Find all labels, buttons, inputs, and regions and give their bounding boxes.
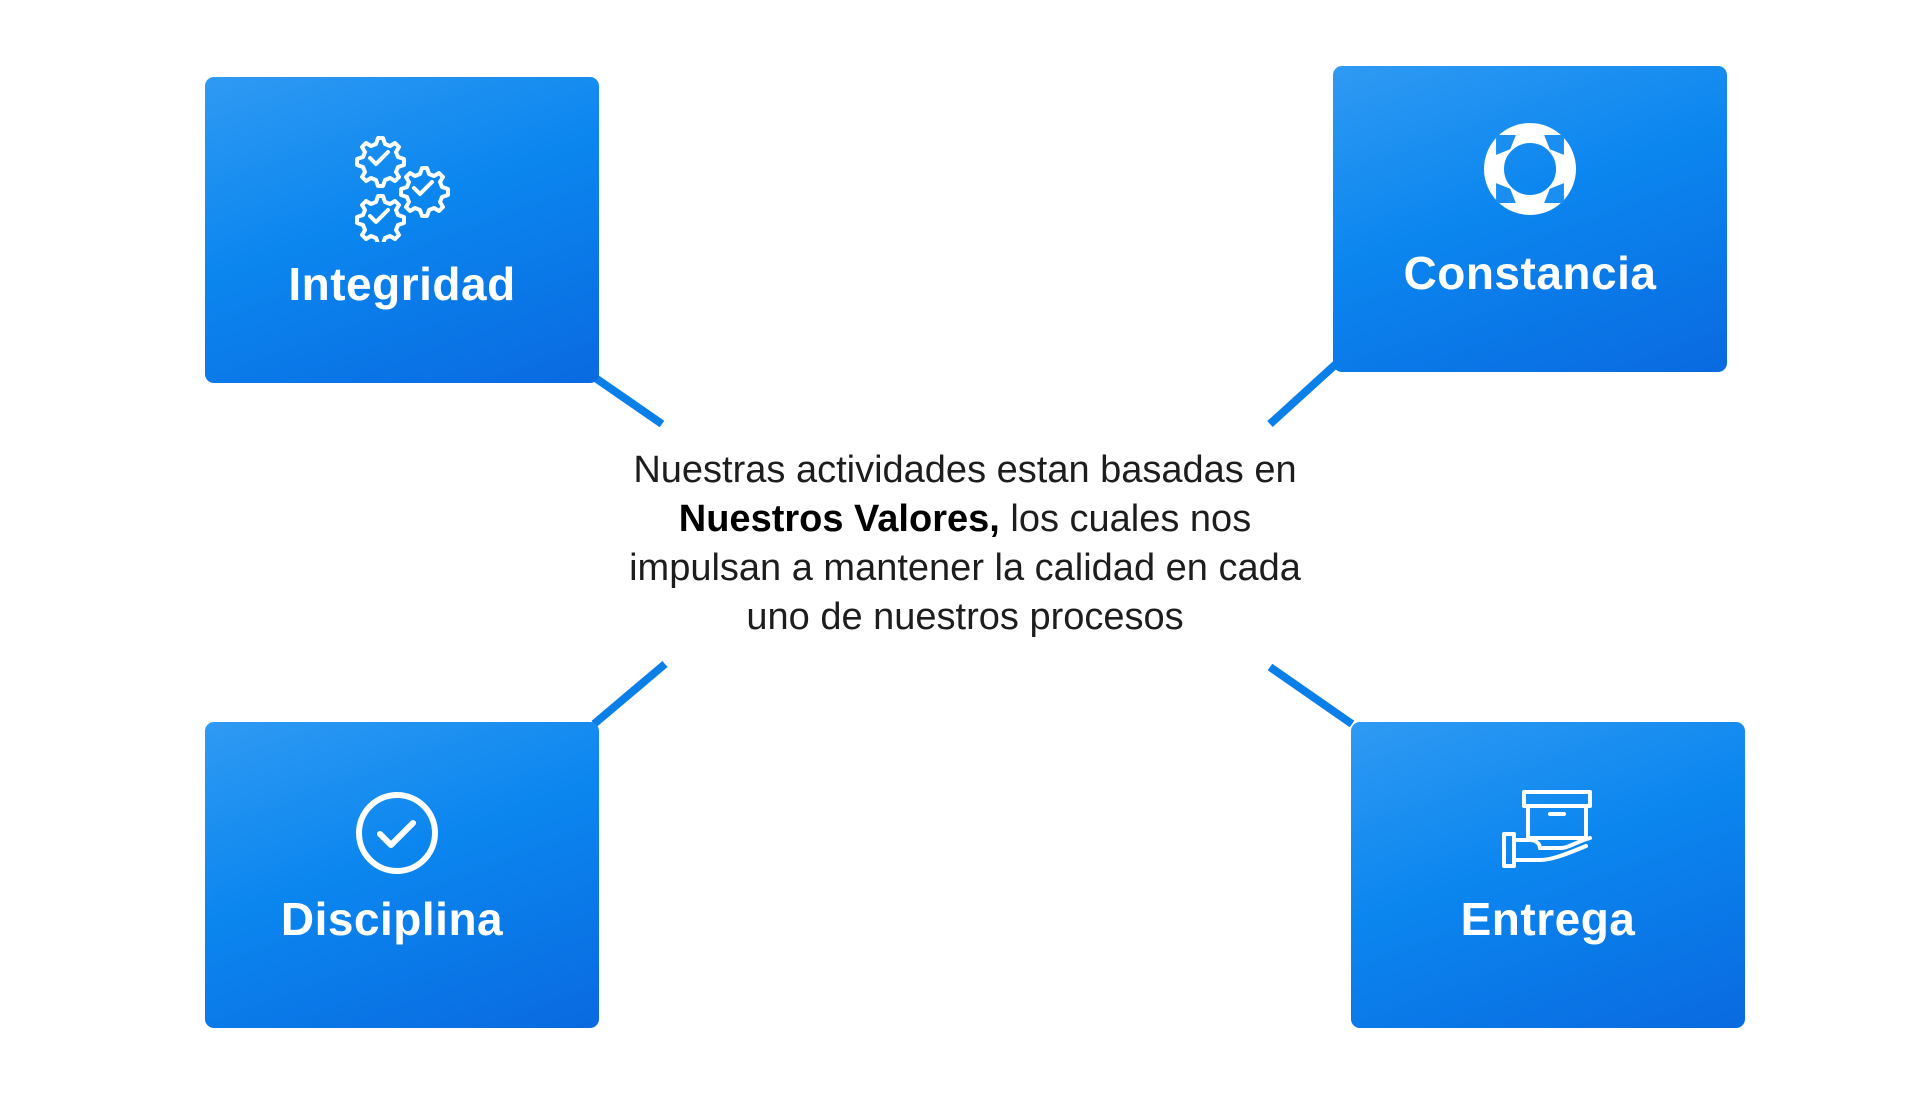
center-description: Nuestras actividades estan basadas en Nu… xyxy=(560,446,1370,642)
value-label-constancia: Constancia xyxy=(1403,247,1657,299)
value-card-integridad: Integridad xyxy=(205,77,599,383)
connector-integridad xyxy=(591,373,665,428)
connector-constancia xyxy=(1267,361,1339,427)
center-line-1: Nuestras actividades estan basadas en xyxy=(633,449,1297,491)
center-line-2: Nuestros Valores, los cuales nos xyxy=(560,495,1370,544)
center-bold-values: Nuestros Valores, xyxy=(678,498,1000,540)
value-card-entrega: Entrega xyxy=(1351,722,1745,1028)
center-line-2-rest: los cuales nos xyxy=(999,498,1252,540)
value-card-constancia: Constancia xyxy=(1333,66,1727,372)
center-line-3: impulsan a mantener la calidad en cada xyxy=(629,547,1301,589)
value-card-disciplina: Disciplina xyxy=(205,722,599,1028)
cycle-arrows-icon xyxy=(1482,121,1578,217)
connector-disciplina xyxy=(591,660,668,728)
value-label-integridad: Integridad xyxy=(288,258,516,310)
check-circle-icon xyxy=(354,790,440,876)
gears-check-icon xyxy=(350,132,454,246)
center-line-4: uno de nuestros procesos xyxy=(746,596,1184,638)
connector-entrega xyxy=(1267,663,1355,728)
box-hand-icon xyxy=(1502,788,1594,870)
value-label-entrega: Entrega xyxy=(1460,893,1636,945)
value-label-disciplina: Disciplina xyxy=(280,893,504,945)
